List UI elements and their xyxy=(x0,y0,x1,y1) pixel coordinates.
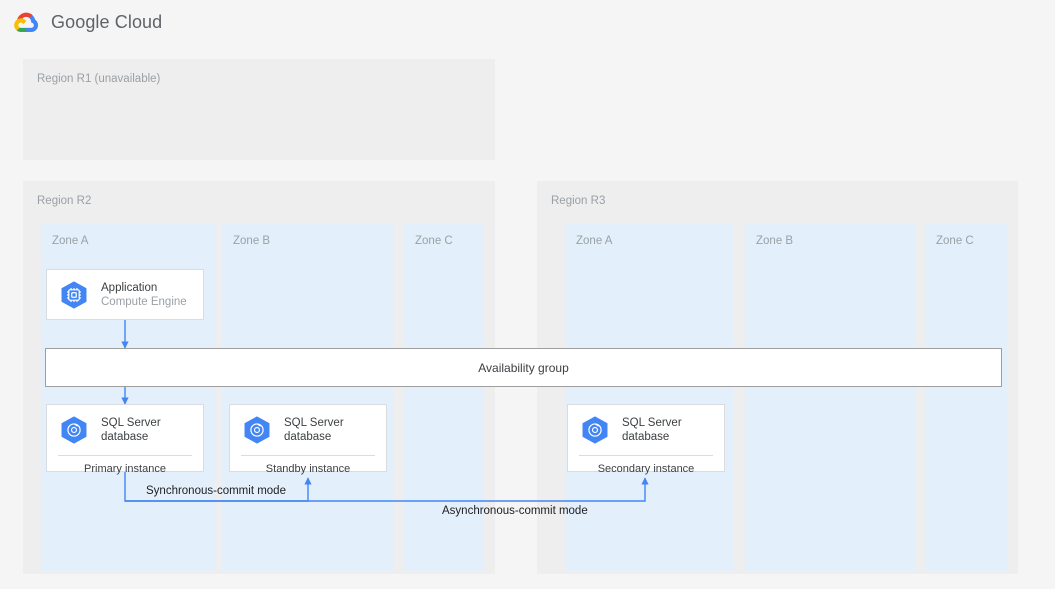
primary-instance-label: Primary instance xyxy=(84,463,166,475)
primary-card-divider xyxy=(58,455,192,456)
availability-group-label: Availability group xyxy=(478,360,569,375)
secondary-instance-label: Secondary instance xyxy=(597,463,695,475)
region-r1-label: Region R1 (unavailable) xyxy=(37,73,161,85)
region-r2-label: Region R2 xyxy=(37,195,92,207)
google-cloud-logo-icon xyxy=(14,12,39,33)
zone-r3-c-label: Zone C xyxy=(936,235,974,247)
zone-r3-b-label: Zone B xyxy=(756,235,794,247)
zone-r2-a-label: Zone A xyxy=(52,235,89,247)
zone-r2-b-label: Zone B xyxy=(233,235,271,247)
application-title: Application xyxy=(101,282,158,294)
primary-card-text: SQL Server database xyxy=(101,416,161,444)
standby-title: SQL Server database xyxy=(284,417,344,443)
availability-group-bar[interactable]: Availability group xyxy=(45,348,1002,387)
node-primary-database[interactable]: SQL Server database Primary instance xyxy=(46,404,204,475)
region-r1: Region R1 (unavailable) xyxy=(23,59,495,160)
node-standby-database[interactable]: SQL Server database Standby instance xyxy=(229,404,387,475)
application-card-text: Application Compute Engine xyxy=(101,281,187,309)
zone-r3-b: Zone B xyxy=(745,224,915,571)
node-secondary-database[interactable]: SQL Server database Secondary instance xyxy=(567,404,725,475)
secondary-title: SQL Server database xyxy=(622,417,682,443)
application-subtitle: Compute Engine xyxy=(101,296,187,308)
zone-r2-b: Zone B xyxy=(222,224,394,571)
sql-server-database-icon xyxy=(582,416,608,444)
secondary-card-text: SQL Server database xyxy=(622,416,682,444)
zone-r3-a: Zone A xyxy=(565,224,733,571)
edge-label-synchronous-commit-mode: Synchronous-commit mode xyxy=(146,485,286,497)
zone-r3-c: Zone C xyxy=(925,224,1007,571)
sql-server-database-icon xyxy=(244,416,270,444)
sql-server-database-icon xyxy=(61,416,87,444)
secondary-card-divider xyxy=(579,455,713,456)
node-application[interactable]: Application Compute Engine xyxy=(46,269,204,320)
google-cloud-wordmark: Google Cloud xyxy=(51,11,163,32)
page-header: Google Cloud xyxy=(0,0,1055,44)
zone-r2-c-label: Zone C xyxy=(415,235,453,247)
application-card-body: Application Compute Engine xyxy=(47,270,203,320)
standby-card-divider xyxy=(241,455,375,456)
standby-card-text: SQL Server database xyxy=(284,416,344,444)
edge-label-asynchronous-commit-mode: Asynchronous-commit mode xyxy=(442,505,588,517)
region-r3-label: Region R3 xyxy=(551,195,606,207)
standby-instance-label: Standby instance xyxy=(265,463,351,475)
secondary-card-body: SQL Server database xyxy=(568,405,724,455)
zone-r3-a-label: Zone A xyxy=(576,235,613,247)
primary-card-body: SQL Server database xyxy=(47,405,203,455)
standby-card-body: SQL Server database xyxy=(230,405,386,455)
compute-engine-icon xyxy=(61,281,87,309)
zone-r2-c: Zone C xyxy=(404,224,484,571)
primary-title: SQL Server database xyxy=(101,417,161,443)
